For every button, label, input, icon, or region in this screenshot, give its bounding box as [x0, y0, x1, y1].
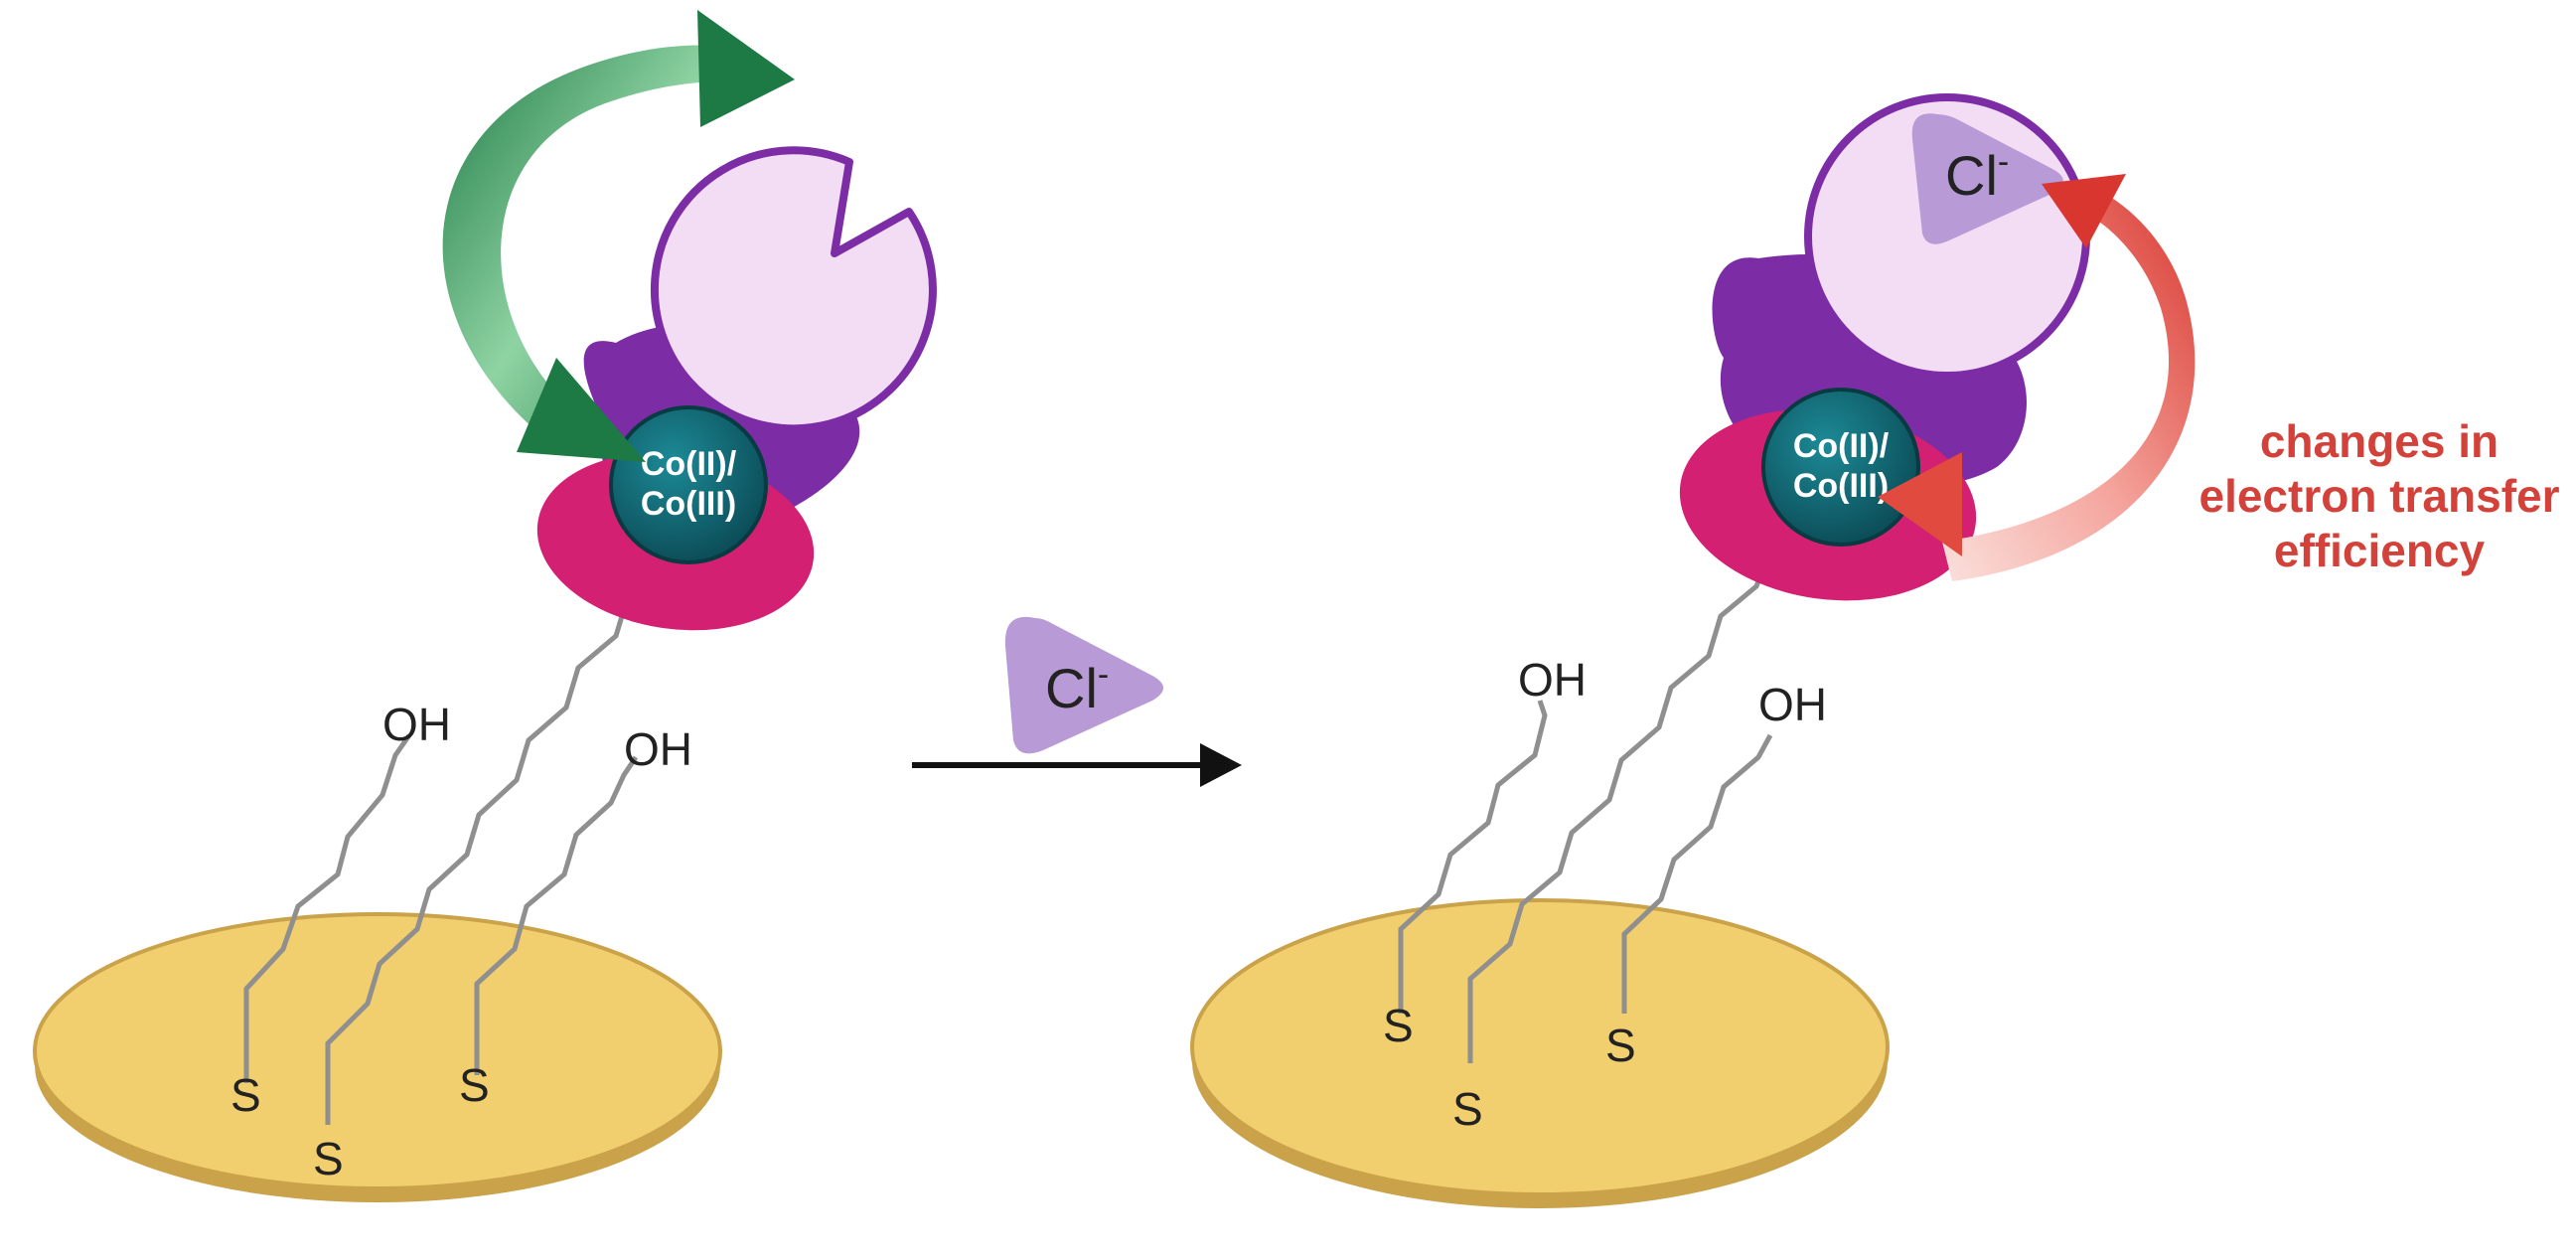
right-short-chain-1: [1398, 700, 1548, 1014]
reaction-arrow-head: [1200, 743, 1242, 787]
right-gold-electrode: [1190, 898, 1890, 1208]
chloride-ion-bound: [1911, 113, 2063, 244]
left-hydroxyl-label-1: OH: [382, 699, 451, 750]
right-cobalt-label-line1: Co(II)/: [1793, 427, 1890, 465]
left-long-chain: [325, 574, 644, 1125]
left-cobalt-label-line2: Co(III): [641, 485, 736, 523]
annotation-line-3: efficiency: [2274, 525, 2486, 576]
left-green-arrow: [442, 10, 795, 462]
chloride-label-middle: Cl-: [1045, 656, 1109, 719]
right-short-chain-2: [1621, 733, 1773, 1014]
right-long-chain: [1467, 553, 1771, 1063]
reaction-step: Cl-: [912, 616, 1242, 787]
right-panel: S S S OH OH Co(II)/ Co(III) Cl- changes …: [1190, 93, 2560, 1208]
left-enzyme-complex: Co(II)/ Co(III): [536, 146, 937, 631]
left-gold-electrode: [33, 912, 722, 1202]
electron-transfer-annotation: changes in electron transfer efficiency: [2198, 415, 2559, 576]
annotation-line-1: changes in: [2260, 415, 2499, 467]
left-sulfur-label-1: S: [230, 1069, 261, 1121]
left-hydroxyl-label-2: OH: [624, 723, 692, 775]
chloride-ion-middle: [1004, 616, 1163, 754]
chloride-label-bound: Cl-: [1945, 143, 2009, 207]
right-hydroxyl-label-1: OH: [1518, 654, 1587, 706]
left-sulfur-label-2: S: [313, 1133, 344, 1184]
left-short-chain-2: [474, 755, 639, 1075]
right-hydroxyl-label-2: OH: [1758, 679, 1827, 730]
left-short-chain-1: [243, 733, 412, 1083]
left-pacman-domain: [650, 146, 937, 433]
red-double-arrow: [1878, 174, 2196, 581]
left-panel: S S S OH OH Co(II)/ Co(III): [33, 10, 937, 1202]
left-cobalt-label-line1: Co(II)/: [641, 445, 737, 483]
right-cobalt-center: [1761, 388, 1920, 547]
annotation-line-2: electron transfer: [2198, 470, 2559, 522]
left-cobalt-center: [609, 405, 768, 564]
right-enzyme-complex: Co(II)/ Co(III) Cl-: [1679, 93, 2090, 601]
right-cobalt-label-line2: Co(III): [1793, 467, 1889, 505]
right-sulfur-label-1: S: [1383, 1000, 1414, 1051]
right-sulfur-label-3: S: [1605, 1020, 1636, 1071]
left-sulfur-label-3: S: [459, 1059, 490, 1111]
right-sulfur-label-2: S: [1452, 1083, 1483, 1135]
